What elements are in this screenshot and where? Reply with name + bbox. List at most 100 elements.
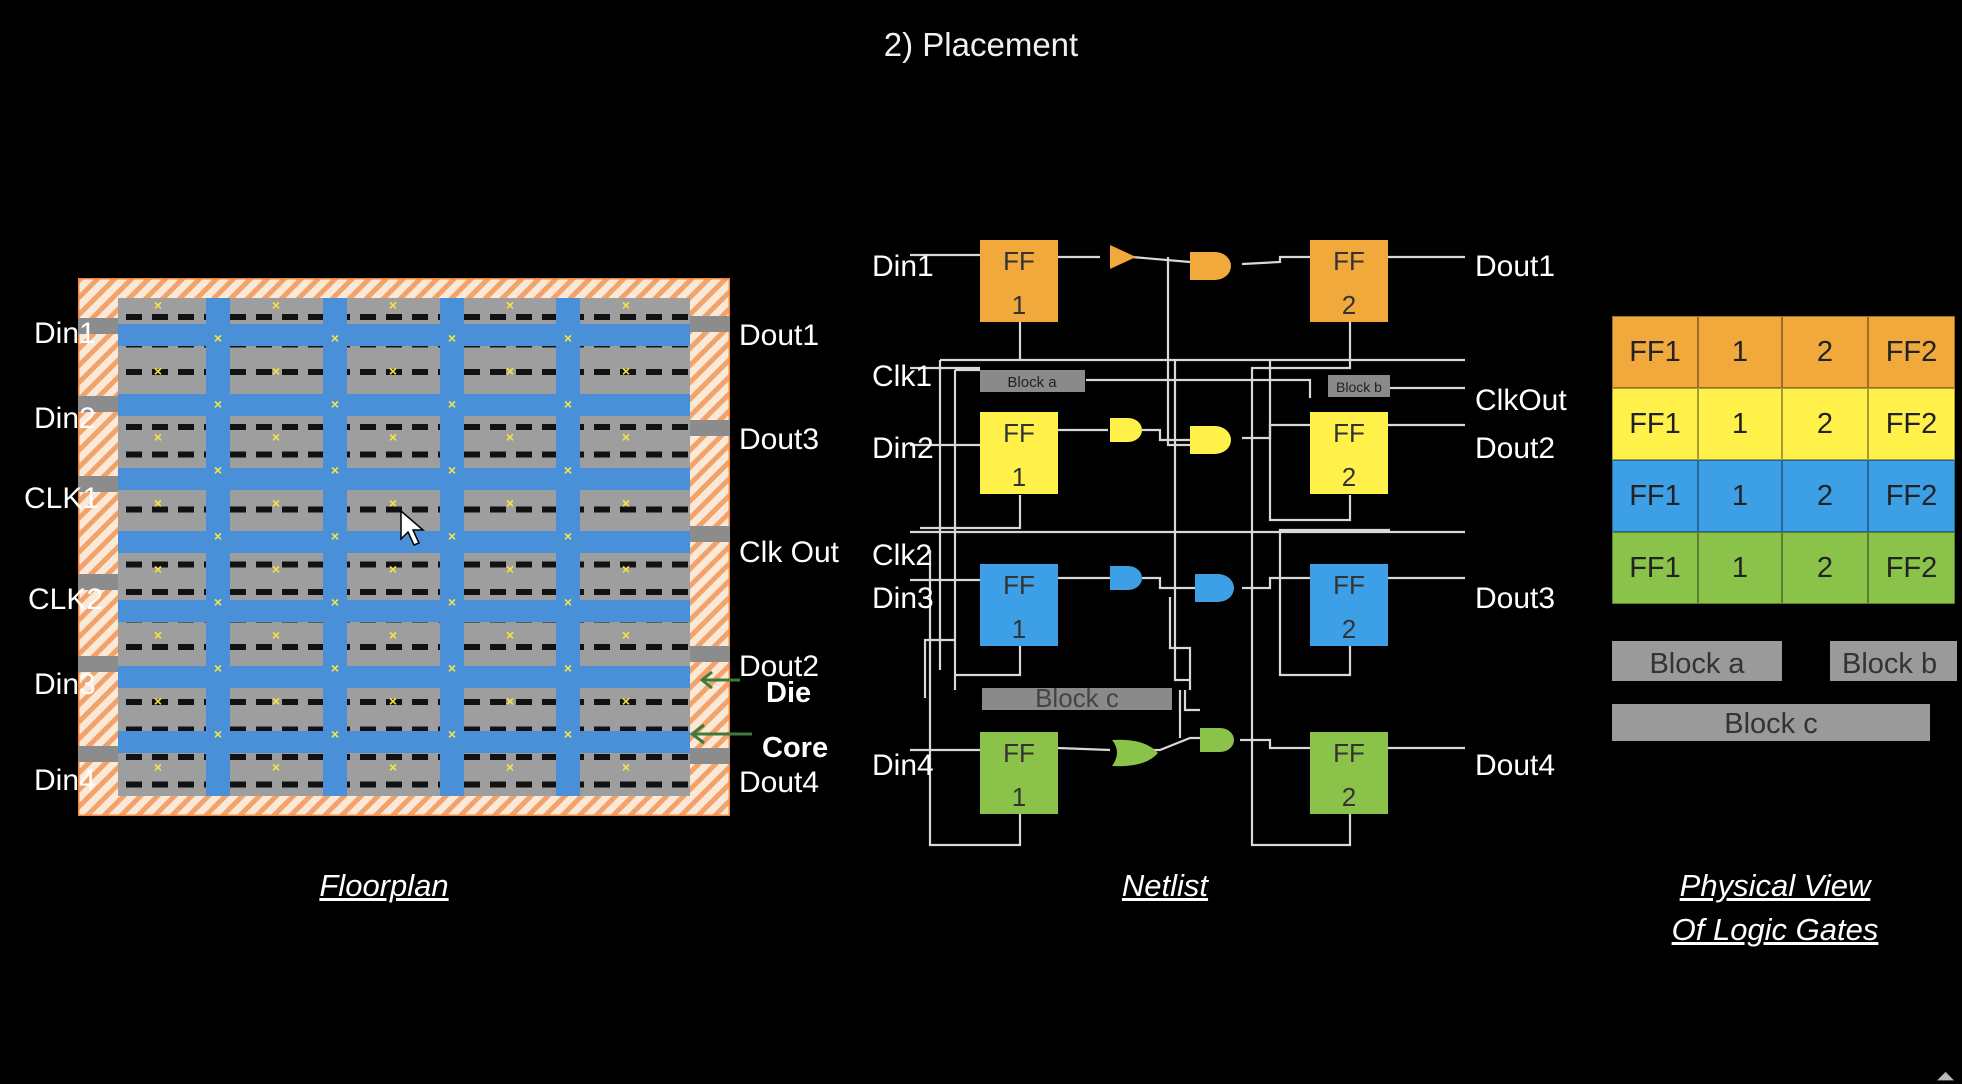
std-cell-site [308,644,324,650]
std-cell-site [646,589,662,595]
std-cell-site [516,424,532,430]
std-cell-site [126,726,142,733]
std-cell-site [464,726,480,733]
cell-marker: × [214,528,222,544]
std-cell-site [490,644,506,650]
std-cell-site [646,424,662,430]
cell-marker: × [389,363,397,379]
std-cell-site [256,589,272,595]
netlist-in-clk2: Clk2 [872,539,932,572]
std-cell-site [516,726,532,733]
std-cell-site [386,506,402,513]
power-strap-horizontal [118,394,690,416]
std-cell-site [308,589,324,595]
fp-pin-din3: Din3 [34,668,96,701]
cell-marker: × [389,297,397,313]
std-cell-site [360,781,376,788]
phys-cell-r1-c4: FF2 [1868,316,1955,388]
netlist-out-dout2: Dout2 [1475,432,1555,465]
cell-marker: × [272,561,280,577]
netlist-diagram: Block a Block b Block c FF1FF2FF1FF2FF1F… [872,240,1567,847]
cell-marker: × [272,693,280,709]
std-cell-site [256,781,272,788]
std-cell-site [178,506,194,513]
std-cell-site [672,451,688,458]
std-cell-site [620,314,636,320]
std-cell-site [230,644,246,650]
cell-marker: × [331,462,339,478]
flip-flop-label: FF [1003,570,1035,600]
std-cell-site [412,451,428,458]
std-cell-site [620,699,636,705]
phys-block-b: Block b [1830,641,1957,681]
std-cell-site [620,424,636,430]
std-cell-site [542,699,558,705]
cell-marker: × [448,594,456,610]
std-cell-site [360,699,376,705]
std-cell-site [516,589,532,595]
power-strap-vertical [323,298,347,796]
std-cell-site [412,424,428,430]
fp-pin-dout1: Dout1 [739,319,820,352]
std-cell-site [126,781,142,788]
phys-cell-r2-c1: FF1 [1612,388,1698,460]
std-cell-site [178,369,194,375]
std-cell-site [282,506,298,513]
power-strap-horizontal [118,468,690,490]
floorplan-die: ××××××××××××××××××××××××××××××××××××××××… [78,278,730,816]
std-cell-site [594,424,610,430]
netlist-block-b [1328,375,1390,397]
std-cell-site [152,506,168,513]
std-cell-site [516,781,532,788]
cell-marker: × [564,528,572,544]
std-cell-site [282,451,298,458]
phys-cell-r2-c3: 2 [1782,388,1868,460]
std-cell-site [126,589,142,595]
std-cell-site [360,451,376,458]
cell-marker: × [564,660,572,676]
std-cell-site [282,424,298,430]
std-cell-site [594,726,610,733]
fp-pin-dout4: Dout4 [739,766,820,799]
cell-marker: × [154,429,162,445]
cell-marker: × [154,495,162,511]
std-cell-site [152,589,168,595]
cell-marker: × [622,495,630,511]
std-cell-site [308,314,324,320]
std-cell-site [282,644,298,650]
std-cell-site [126,369,142,375]
std-cell-site [282,699,298,705]
std-cell-site [490,699,506,705]
flip-flop-2-2 [1310,412,1388,494]
std-cell-site [386,424,402,430]
std-cell-site [542,726,558,733]
flip-flop-label: FF [1333,418,1365,448]
std-cell-site [594,699,610,705]
std-cell-site [282,754,298,760]
flip-flop-number: 2 [1342,614,1356,644]
netlist-block-c-label: Block c [1035,683,1119,713]
std-cell-site [256,754,272,760]
std-cell-site [412,314,428,320]
netlist-out-dout3: Dout3 [1475,582,1555,615]
phys-cell-r3-c4: FF2 [1868,460,1955,532]
std-cell-site [178,754,194,760]
std-cell-site [464,561,480,568]
std-cell-site [620,754,636,760]
io-pad [78,574,118,590]
cell-marker: × [622,759,630,775]
std-cell-site [386,699,402,705]
std-cell-site [386,589,402,595]
std-cell-site [646,644,662,650]
io-pad [78,396,118,412]
std-cell-site [282,369,298,375]
std-cell-site [594,369,610,375]
power-strap-horizontal [118,531,690,553]
std-cell-site [360,314,376,320]
netlist-out-clkout: ClkOut [1475,384,1567,417]
netlist-in-din2: Din2 [872,432,934,465]
power-strap-horizontal [118,731,690,753]
power-strap-horizontal [118,600,690,622]
std-cell-site [620,451,636,458]
or-gate-1 [1112,739,1158,767]
